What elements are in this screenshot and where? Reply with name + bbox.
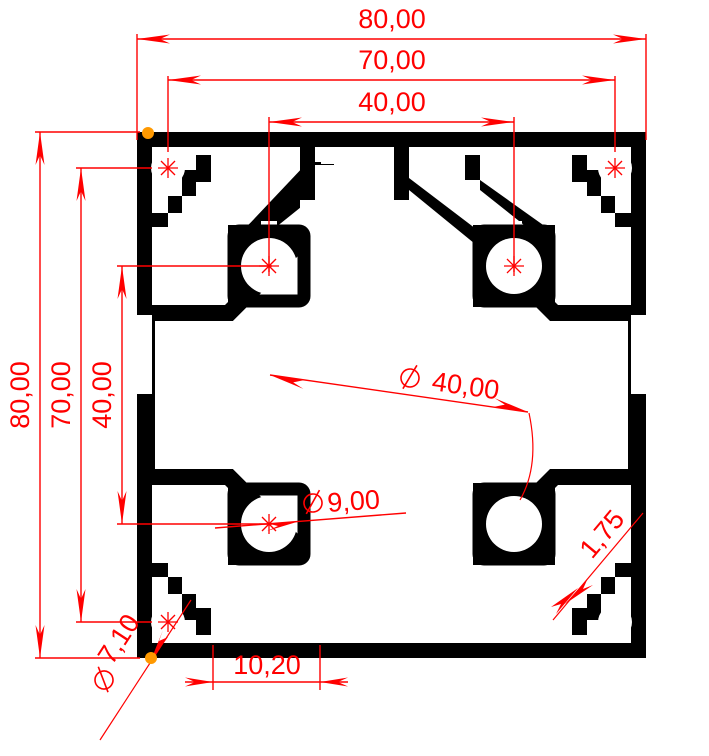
callout-dia-40: 40,00 [269,364,534,501]
centermark-bl-corner [158,612,178,632]
dim-top-70-label: 70,00 [358,45,426,75]
centermark-tl-corner [158,158,178,178]
dim-left-80: 80,00 [5,131,140,659]
dim-left-40-label: 40,00 [87,361,117,429]
dim-left-70-label: 70,00 [46,361,76,429]
callout-dia-9-label: 9,00 [326,484,381,518]
vertex-markers [142,127,157,664]
callout-thickness-175-label: 1,75 [574,504,631,564]
dim-left-40: 40,00 [87,265,272,525]
profile-voids [137,147,646,643]
dim-bottom-1020-label: 10,20 [233,650,301,680]
dim-top-80: 80,00 [136,4,647,140]
center-marks [158,158,625,632]
dim-top-70: 70,00 [167,45,616,152]
dim-top-40-label: 40,00 [358,87,426,117]
dim-top-80-label: 80,00 [358,4,426,34]
extrusion-profile-geometry [137,132,646,658]
dim-top-40: 40,00 [268,87,515,272]
centermark-tr-corner [605,158,625,178]
centermark-tr-inner [504,256,524,276]
centermark-bl-inner [259,514,279,534]
vertex-dot-top-left [142,127,154,139]
dim-left-70: 70,00 [46,167,152,623]
dim-bottom-1020: 10,20 [185,645,348,690]
centermark-tl-inner [259,256,279,276]
vertex-dot-bottom-left [145,652,157,664]
dim-left-80-label: 80,00 [5,361,35,429]
